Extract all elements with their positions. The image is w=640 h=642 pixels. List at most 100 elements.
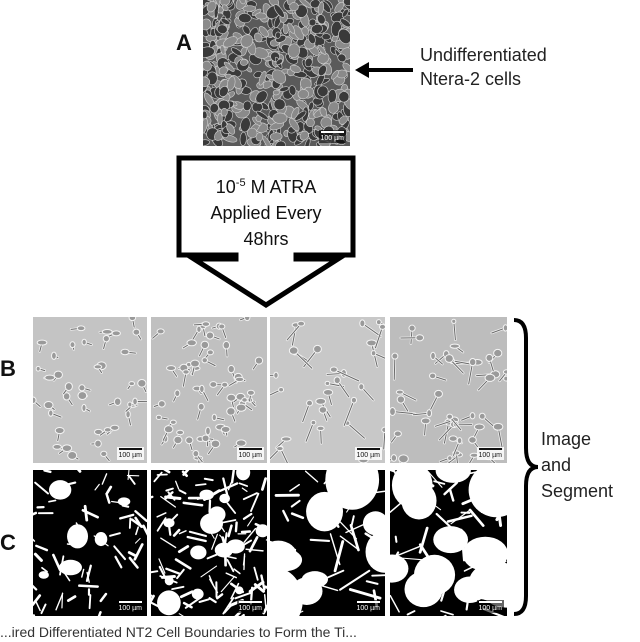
mask-blob: [462, 536, 507, 571]
cell-body: [199, 384, 205, 394]
cell-body: [209, 381, 218, 388]
cell-body: [132, 328, 141, 336]
cell-texture: [238, 13, 252, 24]
mask-strand: [494, 492, 503, 527]
mask-strand: [461, 494, 483, 506]
mask-strand: [184, 596, 202, 609]
cell-body: [502, 369, 507, 375]
mask-strand: [175, 480, 180, 490]
mask-strand: [81, 508, 99, 519]
cell-body: [101, 329, 113, 335]
scale-bar-a: 100 µm: [318, 130, 346, 143]
mask-blob: [200, 513, 224, 534]
cell-texture: [269, 132, 283, 141]
cell-texture: [308, 18, 317, 27]
mask-strand: [83, 504, 89, 522]
mask-strand: [182, 501, 204, 507]
cell-process-shadow: [270, 389, 282, 396]
mask-strand: [352, 490, 385, 497]
mask-strand: [242, 555, 246, 566]
mask-strand: [34, 481, 50, 495]
mask-strand: [135, 526, 139, 536]
cell-body: [127, 401, 133, 408]
mask-strand: [400, 557, 428, 561]
mask-strand: [222, 477, 229, 498]
cell-body: [197, 402, 205, 411]
mask-strand: [158, 558, 166, 574]
mask-strand: [378, 556, 385, 563]
cell-body: [478, 412, 486, 420]
mask-strand: [35, 544, 49, 552]
mask-strand: [234, 591, 253, 600]
mask-strand: [86, 571, 90, 583]
mask-strand: [460, 587, 469, 591]
cell-body: [156, 328, 165, 335]
cell-texture: [297, 89, 309, 100]
mask-strand: [404, 499, 431, 509]
cell-texture: [242, 25, 251, 35]
cell-process-shadow: [373, 352, 385, 359]
mask-strand: [440, 571, 451, 602]
mask-strand: [81, 568, 85, 578]
scale-bar-b1: 100 µm: [116, 447, 144, 460]
cell-body: [395, 389, 404, 395]
mask-strand: [333, 540, 345, 573]
mask-strand: [290, 512, 305, 520]
undifferentiated-micrograph: 100 µm: [203, 0, 350, 146]
mask-strand: [230, 582, 245, 594]
mask-strand: [422, 479, 435, 488]
mask-strand: [230, 582, 240, 600]
cell-texture: [203, 118, 208, 134]
mask-strand: [182, 470, 190, 476]
mask-strand: [242, 512, 253, 520]
cell-body: [132, 397, 138, 406]
cell-body: [428, 372, 437, 380]
cell-body: [205, 331, 215, 340]
mask-strand: [428, 498, 436, 509]
mask-strand: [280, 559, 290, 564]
mask-strand: [334, 507, 340, 518]
cell-texture: [226, 123, 236, 135]
cell-body: [241, 397, 248, 403]
panel-label-a: A: [176, 30, 192, 55]
mask-strand: [164, 491, 174, 500]
cell-texture: [271, 69, 287, 84]
cell-texture: [203, 76, 211, 87]
cell-body: [221, 381, 229, 388]
cell-body: [306, 399, 314, 407]
cell-texture: [273, 4, 285, 18]
cell-texture: [337, 53, 347, 63]
mask-strand: [226, 558, 235, 573]
cell-body: [111, 330, 121, 337]
cell-body: [113, 397, 122, 406]
cell-texture: [343, 0, 350, 6]
treatment-line2: Applied Every: [210, 203, 322, 223]
cell-body: [205, 426, 211, 436]
cell-body: [61, 444, 73, 452]
mask-strand: [460, 528, 466, 562]
cell-texture: [275, 140, 286, 146]
mask-strand: [219, 482, 239, 493]
cell-process-shadow: [291, 324, 297, 346]
mask-strand: [406, 610, 416, 616]
cell-body: [378, 323, 385, 330]
cell-texture: [341, 8, 349, 18]
cell-body: [227, 364, 235, 374]
mask-strand: [156, 517, 167, 532]
cell-body: [381, 426, 385, 434]
cell-body: [137, 379, 147, 388]
mask-strand: [307, 581, 339, 592]
mask-strand: [203, 489, 221, 501]
mask-strand: [33, 511, 38, 516]
mask-strand: [127, 551, 137, 557]
mask-blob: [214, 542, 234, 558]
cell-process-shadow: [279, 447, 288, 463]
mask-strand: [463, 592, 478, 596]
cell-body: [120, 348, 130, 356]
cell-body: [235, 403, 247, 412]
mask-blob: [190, 545, 207, 560]
mask-blob: [301, 571, 328, 588]
cell-body: [200, 340, 210, 350]
mask-strand: [334, 470, 349, 493]
mask-strand: [248, 536, 259, 553]
